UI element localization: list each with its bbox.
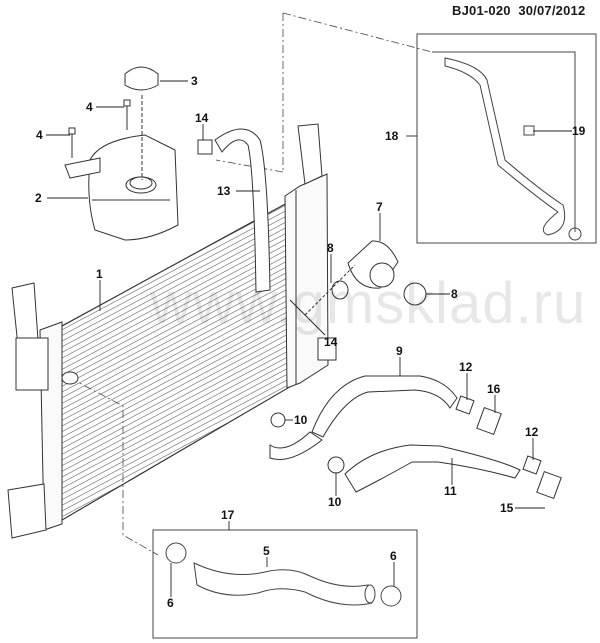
callout-9[interactable]: 9 <box>396 344 403 358</box>
callout-11[interactable]: 11 <box>444 484 457 498</box>
vent-hose-box <box>416 33 597 244</box>
callout-12[interactable]: 12 <box>525 425 539 439</box>
callout-4[interactable]: 4 <box>36 128 43 142</box>
callout-10[interactable]: 10 <box>328 495 342 509</box>
callout-17[interactable]: 17 <box>221 508 235 522</box>
callout-2[interactable]: 2 <box>35 191 42 205</box>
callout-8[interactable]: 8 <box>451 287 458 301</box>
callout-13[interactable]: 13 <box>217 184 231 198</box>
callout-10[interactable]: 10 <box>294 413 308 427</box>
callout-8[interactable]: 8 <box>327 241 334 255</box>
callout-5[interactable]: 5 <box>263 544 270 558</box>
callout-4[interactable]: 4 <box>86 100 93 114</box>
radiator <box>7 123 337 539</box>
callout-leaders <box>46 80 572 597</box>
watermark: www.gmsklad.ru <box>150 271 587 336</box>
hose-13 <box>197 128 271 293</box>
hoses-9-11 <box>269 375 562 500</box>
callout-14[interactable]: 14 <box>324 335 338 349</box>
callout-6[interactable]: 6 <box>390 549 397 563</box>
callout-14[interactable]: 14 <box>195 111 209 125</box>
callout-15[interactable]: 15 <box>500 501 514 515</box>
callout-16[interactable]: 16 <box>487 382 501 396</box>
diagram-header: BJ01-020 30/07/2012 <box>452 3 586 18</box>
callout-6[interactable]: 6 <box>167 596 174 610</box>
hose-7 <box>304 240 427 316</box>
callout-18[interactable]: 18 <box>385 129 399 143</box>
callout-1[interactable]: 1 <box>96 267 103 281</box>
callout-19[interactable]: 19 <box>572 124 586 138</box>
expansion-tank <box>64 66 179 241</box>
callout-3[interactable]: 3 <box>191 74 198 88</box>
callout-12[interactable]: 12 <box>459 360 473 374</box>
hose-kit-box <box>152 529 418 639</box>
callout-7[interactable]: 7 <box>376 200 383 214</box>
